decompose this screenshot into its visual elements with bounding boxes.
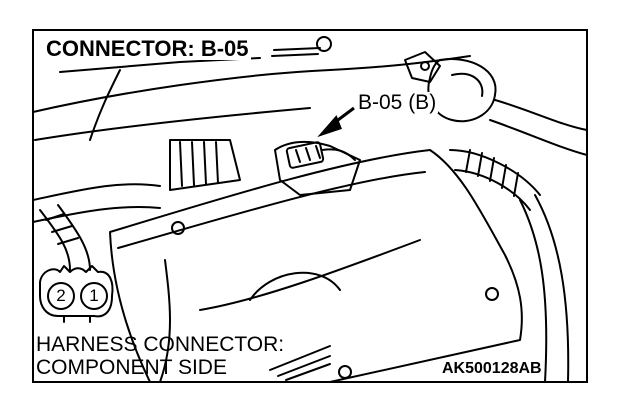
left-rings xyxy=(45,213,79,245)
engine-cover-bump xyxy=(249,271,341,301)
cover-bolt-left xyxy=(171,221,185,235)
harness-connector-label: HARNESS CONNECTOR: xyxy=(36,333,285,356)
right-cable xyxy=(519,199,548,383)
reservoir-neck xyxy=(451,72,484,97)
connector-pin-1: 1 xyxy=(80,282,108,310)
connector-wires xyxy=(321,148,356,161)
engine-cover xyxy=(109,149,523,383)
engine-cover-ridge xyxy=(199,239,421,311)
upper-panel xyxy=(34,107,311,141)
left-duct-ribs xyxy=(179,141,219,187)
reservoir xyxy=(427,58,497,123)
connector-lock xyxy=(295,145,321,163)
connector-pin-2: 2 xyxy=(47,282,75,310)
engine-cover-top xyxy=(117,171,426,249)
component-side-label: COMPONENT SIDE xyxy=(36,356,227,379)
hose-left xyxy=(32,183,161,201)
cover-bolt-bottom xyxy=(338,365,352,379)
connector-b05 xyxy=(285,141,325,169)
figure-id: AK500128AB xyxy=(442,360,542,377)
hose-right-upper xyxy=(494,99,588,131)
right-cable-2 xyxy=(534,194,570,383)
page-title: CONNECTOR: B-05 xyxy=(44,36,251,61)
connector-face-tab xyxy=(63,315,91,323)
harness-leader xyxy=(269,345,331,381)
bracket-bolt xyxy=(420,61,430,71)
cowl-line xyxy=(89,69,121,141)
corrugated-rings xyxy=(465,149,519,197)
hose-left-2 xyxy=(32,205,161,223)
title-leader xyxy=(271,47,321,57)
figure-border xyxy=(32,29,588,383)
hose-right-upper-2 xyxy=(489,119,588,156)
engine-cover-lip xyxy=(159,259,171,383)
cover-bolt-right xyxy=(485,287,499,301)
corrugated-hose xyxy=(449,149,541,211)
left-corrugated xyxy=(39,204,91,271)
callout-arrow xyxy=(317,106,355,138)
bracket xyxy=(404,51,441,83)
left-duct xyxy=(169,139,241,191)
title-leader-bolt xyxy=(316,36,332,52)
connector-callout-label: B-05 (B) xyxy=(356,91,439,114)
connector-face-outline xyxy=(39,265,114,318)
